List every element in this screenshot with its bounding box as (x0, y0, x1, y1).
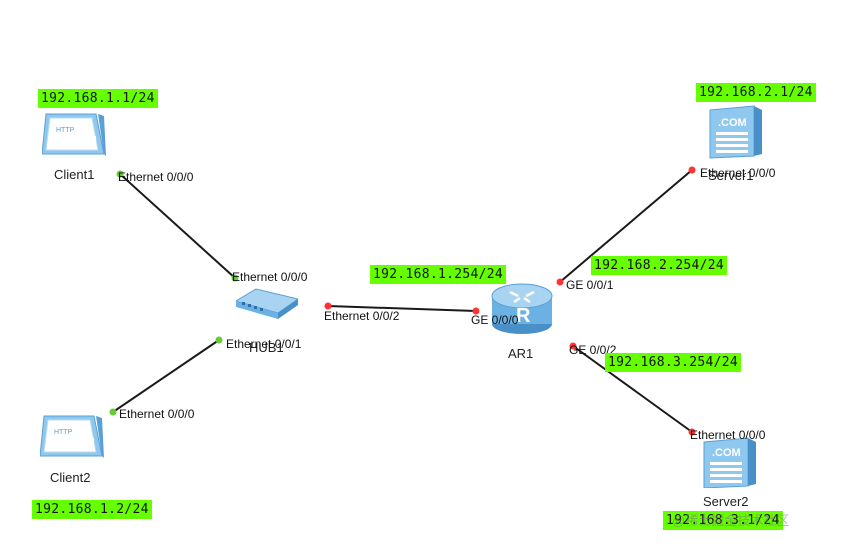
server1-name: Server1 (708, 168, 754, 183)
port-dot-client1 (116, 170, 124, 178)
http-client-icon[interactable]: HTTP (39, 414, 104, 465)
server-icon[interactable]: .COM (708, 104, 764, 165)
link-hub1-ar1 (327, 305, 477, 312)
link-client2-hub1 (112, 339, 220, 413)
port-dot-ar1-ge0 (472, 307, 480, 315)
hub1-name: HUB1 (249, 340, 284, 355)
server1-port-label: Ethernet 0/0/0 (700, 166, 776, 180)
ar1-port-ge0-label: GE 0/0/0 (471, 313, 519, 327)
ar1-ge1-ip-label: 192.168.2.254/24 (591, 256, 728, 275)
com-label: .COM (718, 117, 747, 129)
client2-port-label: Ethernet 0/0/0 (119, 407, 195, 421)
server2-port-label: Ethernet 0/0/0 (690, 428, 766, 442)
client1-name: Client1 (54, 167, 95, 182)
client1-ip-label: 192.168.1.1/24 (38, 89, 158, 108)
link-client1-hub1 (119, 173, 236, 279)
ar1-ge2-ip-label: 192.168.3.254/24 (605, 353, 742, 372)
port-dot-hub1-e1 (215, 336, 223, 344)
hub-icon[interactable] (234, 287, 300, 324)
http-client-icon[interactable]: HTTP (41, 112, 106, 163)
server2-name: Server2 (703, 494, 749, 509)
ar1-port-ge1-label: GE 0/0/1 (566, 278, 614, 292)
port-dot-client2 (109, 408, 117, 416)
port-dot-hub1-e0 (231, 274, 239, 282)
client1-port-label: Ethernet 0/0/0 (118, 170, 194, 184)
server1-ip-label: 192.168.2.1/24 (696, 83, 816, 102)
server2-ip-label: 192.168.3.1/24 (663, 511, 783, 530)
com-label: .COM (712, 447, 741, 459)
port-dot-hub1-e2 (324, 302, 332, 310)
http-label: HTTP (54, 429, 73, 436)
hub1-port-e0-label: Ethernet 0/0/0 (232, 270, 308, 284)
server-icon[interactable]: .COM (702, 436, 758, 493)
link-ar1-server2 (572, 345, 693, 433)
port-dot-server2 (688, 428, 696, 436)
watermark: @稀土掘金技术社区 (672, 513, 790, 528)
client2-ip-label: 192.168.1.2/24 (32, 500, 152, 519)
router-glyph: R (516, 305, 531, 327)
link-ar1-server1 (559, 169, 693, 283)
ar1-name: AR1 (508, 346, 534, 361)
http-label: HTTP (56, 127, 75, 134)
ar1-port-ge2-label: GE 0/0/2 (569, 343, 617, 357)
ar1-ge0-ip-label: 192.168.1.254/24 (370, 265, 507, 284)
port-dot-ar1-ge1 (556, 278, 564, 286)
hub1-port-e1-label: Ethernet 0/0/1 (226, 337, 302, 351)
router-icon[interactable]: R (490, 280, 554, 341)
hub1-port-e2-label: Ethernet 0/0/2 (324, 309, 400, 323)
port-dot-server1 (688, 166, 696, 174)
client2-name: Client2 (50, 470, 91, 485)
port-dot-ar1-ge2 (569, 342, 577, 350)
